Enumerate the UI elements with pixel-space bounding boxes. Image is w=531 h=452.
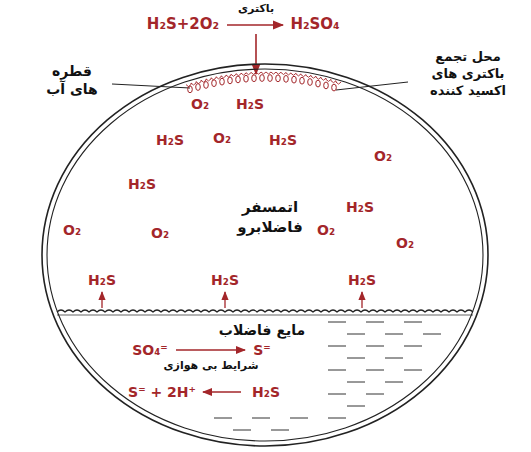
chemical-label: H₂S+2O₂ [147, 15, 219, 33]
chemical-label: SO₄⁼ [132, 342, 168, 359]
water-droplet [268, 75, 273, 82]
water-droplet [284, 75, 289, 82]
chemical-label: O₂ [374, 148, 392, 165]
liquid-texture [385, 382, 403, 383]
pipe-wall-outer [42, 64, 488, 446]
chemical-label: O₂ [63, 222, 81, 239]
chemical-label: O₂ [317, 222, 335, 239]
water-droplet [316, 80, 321, 87]
water-droplet [236, 76, 241, 83]
reaction-arrow [176, 349, 245, 351]
liquid-texture [328, 322, 346, 323]
flow-arrow [255, 34, 257, 74]
liquid-texture [347, 334, 365, 335]
liquid-texture [385, 358, 403, 359]
liquid-texture [328, 370, 346, 371]
liquid-band: مایع فاضلاب [57, 304, 473, 442]
reaction-arrow [203, 391, 241, 393]
pipe-wall-inner [47, 69, 483, 441]
water-droplet [244, 75, 249, 82]
liquid-texture [271, 430, 289, 431]
liquid-texture [404, 322, 422, 323]
liquid-texture [366, 394, 384, 395]
liquid-texture [423, 334, 441, 335]
note-label: شرایط بی هوازی [164, 359, 259, 372]
liquid-texture [328, 346, 346, 347]
chemical-label: H₂SO₄ [290, 15, 339, 33]
liquid-texture [347, 406, 365, 407]
water-droplet [212, 80, 217, 87]
chemical-label: H₂S [252, 384, 280, 401]
water-droplet [292, 76, 297, 83]
liquid-texture [385, 334, 403, 335]
chemical-label: O₂ [396, 235, 414, 252]
water-droplet [324, 82, 329, 89]
water-droplet [196, 84, 201, 91]
water-droplet [252, 75, 257, 82]
liquid-texture [404, 346, 422, 347]
liquid-texture [328, 418, 346, 419]
liquid-texture [347, 382, 365, 383]
chemical-label: O₂ [151, 225, 169, 242]
water-droplet [220, 78, 225, 85]
liquid-texture [347, 358, 365, 359]
liquid-texture [214, 418, 232, 419]
rise-arrow [361, 292, 362, 308]
chemical-label: H₂S [348, 272, 376, 289]
liquid-surface [57, 315, 473, 316]
water-droplet [204, 82, 209, 89]
rise-arrow [224, 292, 225, 308]
liquid-texture [233, 430, 251, 431]
water-droplet [260, 75, 265, 82]
chemical-label: H₂S [128, 176, 156, 193]
chemical-label: H₂S [269, 132, 297, 149]
chemical-label: S⁼ + 2H⁺ [128, 384, 196, 401]
water-droplet [308, 79, 313, 86]
rise-arrow [101, 292, 102, 308]
liquid-texture [328, 394, 346, 395]
note-label: محل تجمع باکتری های اکسید کننده [412, 49, 524, 100]
region-label: اتمسفر فاضلابرو [227, 197, 313, 238]
liquid-texture [404, 370, 422, 371]
liquid-label: مایع فاضلاب [219, 321, 305, 340]
chemical-label: H₂S [156, 132, 184, 149]
leader-line [336, 82, 408, 90]
reaction-arrow [227, 24, 283, 26]
note-label: باکتری [238, 2, 274, 15]
chemical-label: O₂ [213, 130, 231, 147]
liquid-texture [290, 418, 308, 419]
chemical-label: S⁼ [253, 342, 270, 359]
liquid-texture [366, 346, 384, 347]
note-label: قطره های آب [36, 62, 108, 98]
chemical-label: H₂S [346, 199, 374, 216]
liquid-texture [252, 418, 270, 419]
chemical-label: H₂S [236, 96, 264, 113]
liquid-texture [366, 370, 384, 371]
water-droplet [276, 75, 281, 82]
water-droplet [332, 84, 337, 91]
chemical-label: O₂ [191, 96, 209, 113]
liquid-texture [366, 322, 384, 323]
chemical-label: H₂S [88, 272, 116, 289]
liquid-surface [57, 310, 473, 312]
water-droplet [228, 77, 233, 84]
chemical-label: H₂S [211, 272, 239, 289]
water-droplet [300, 77, 305, 84]
